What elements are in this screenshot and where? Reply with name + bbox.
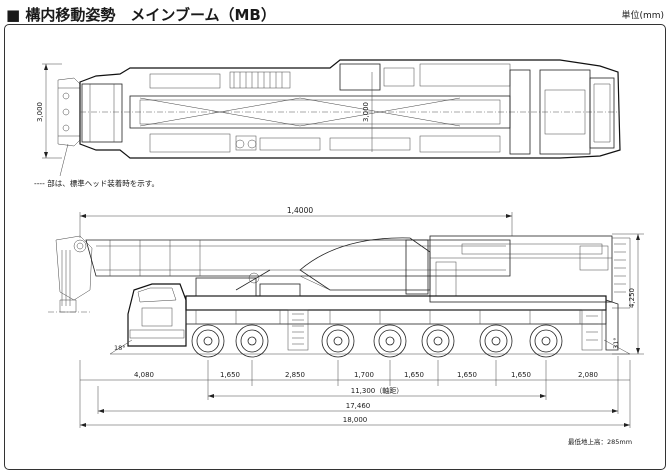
wheelbase-dim: 11,300（軸距） [351, 386, 404, 395]
top-view: 3,000 [34, 59, 621, 188]
overall-length-1: 17,460 [346, 402, 371, 410]
unit-label: 単位(mm) [621, 11, 664, 21]
axle-spacing-3: 2,850 [285, 371, 305, 379]
axle-spacing-4: 1,700 [354, 371, 374, 379]
departure-angle: 31° [612, 337, 620, 349]
axle-spacing-1: 4,080 [134, 371, 154, 379]
boom-length-dim: 1,4000 [287, 206, 313, 215]
axle-spacing-6: 1,650 [457, 371, 477, 379]
axle-spacing-7: 1,650 [511, 371, 531, 379]
approach-angle: 18° [114, 344, 126, 352]
top-width-dim-left: 3,000 [36, 102, 44, 122]
top-view-note: ---- 部は、標準ヘッド装着時を示す。 [34, 178, 159, 188]
top-width-dim-center: 3,000 [362, 102, 370, 122]
overall-height-dim: 4,250 [628, 288, 636, 308]
side-view: 1,4000 [48, 206, 644, 446]
overall-length-2: 18,000 [343, 416, 368, 424]
axle-spacing-8: 2,080 [578, 371, 598, 379]
ground-clearance-note: 最低地上高：285mm [568, 437, 632, 446]
drawing-frame [4, 24, 666, 470]
page-title: ■ 構内移動姿勢 メインブーム（MB） [6, 6, 276, 24]
wheels [191, 324, 563, 358]
axle-spacing-5: 1,650 [404, 371, 424, 379]
axle-spacing-2: 1,650 [220, 371, 240, 379]
